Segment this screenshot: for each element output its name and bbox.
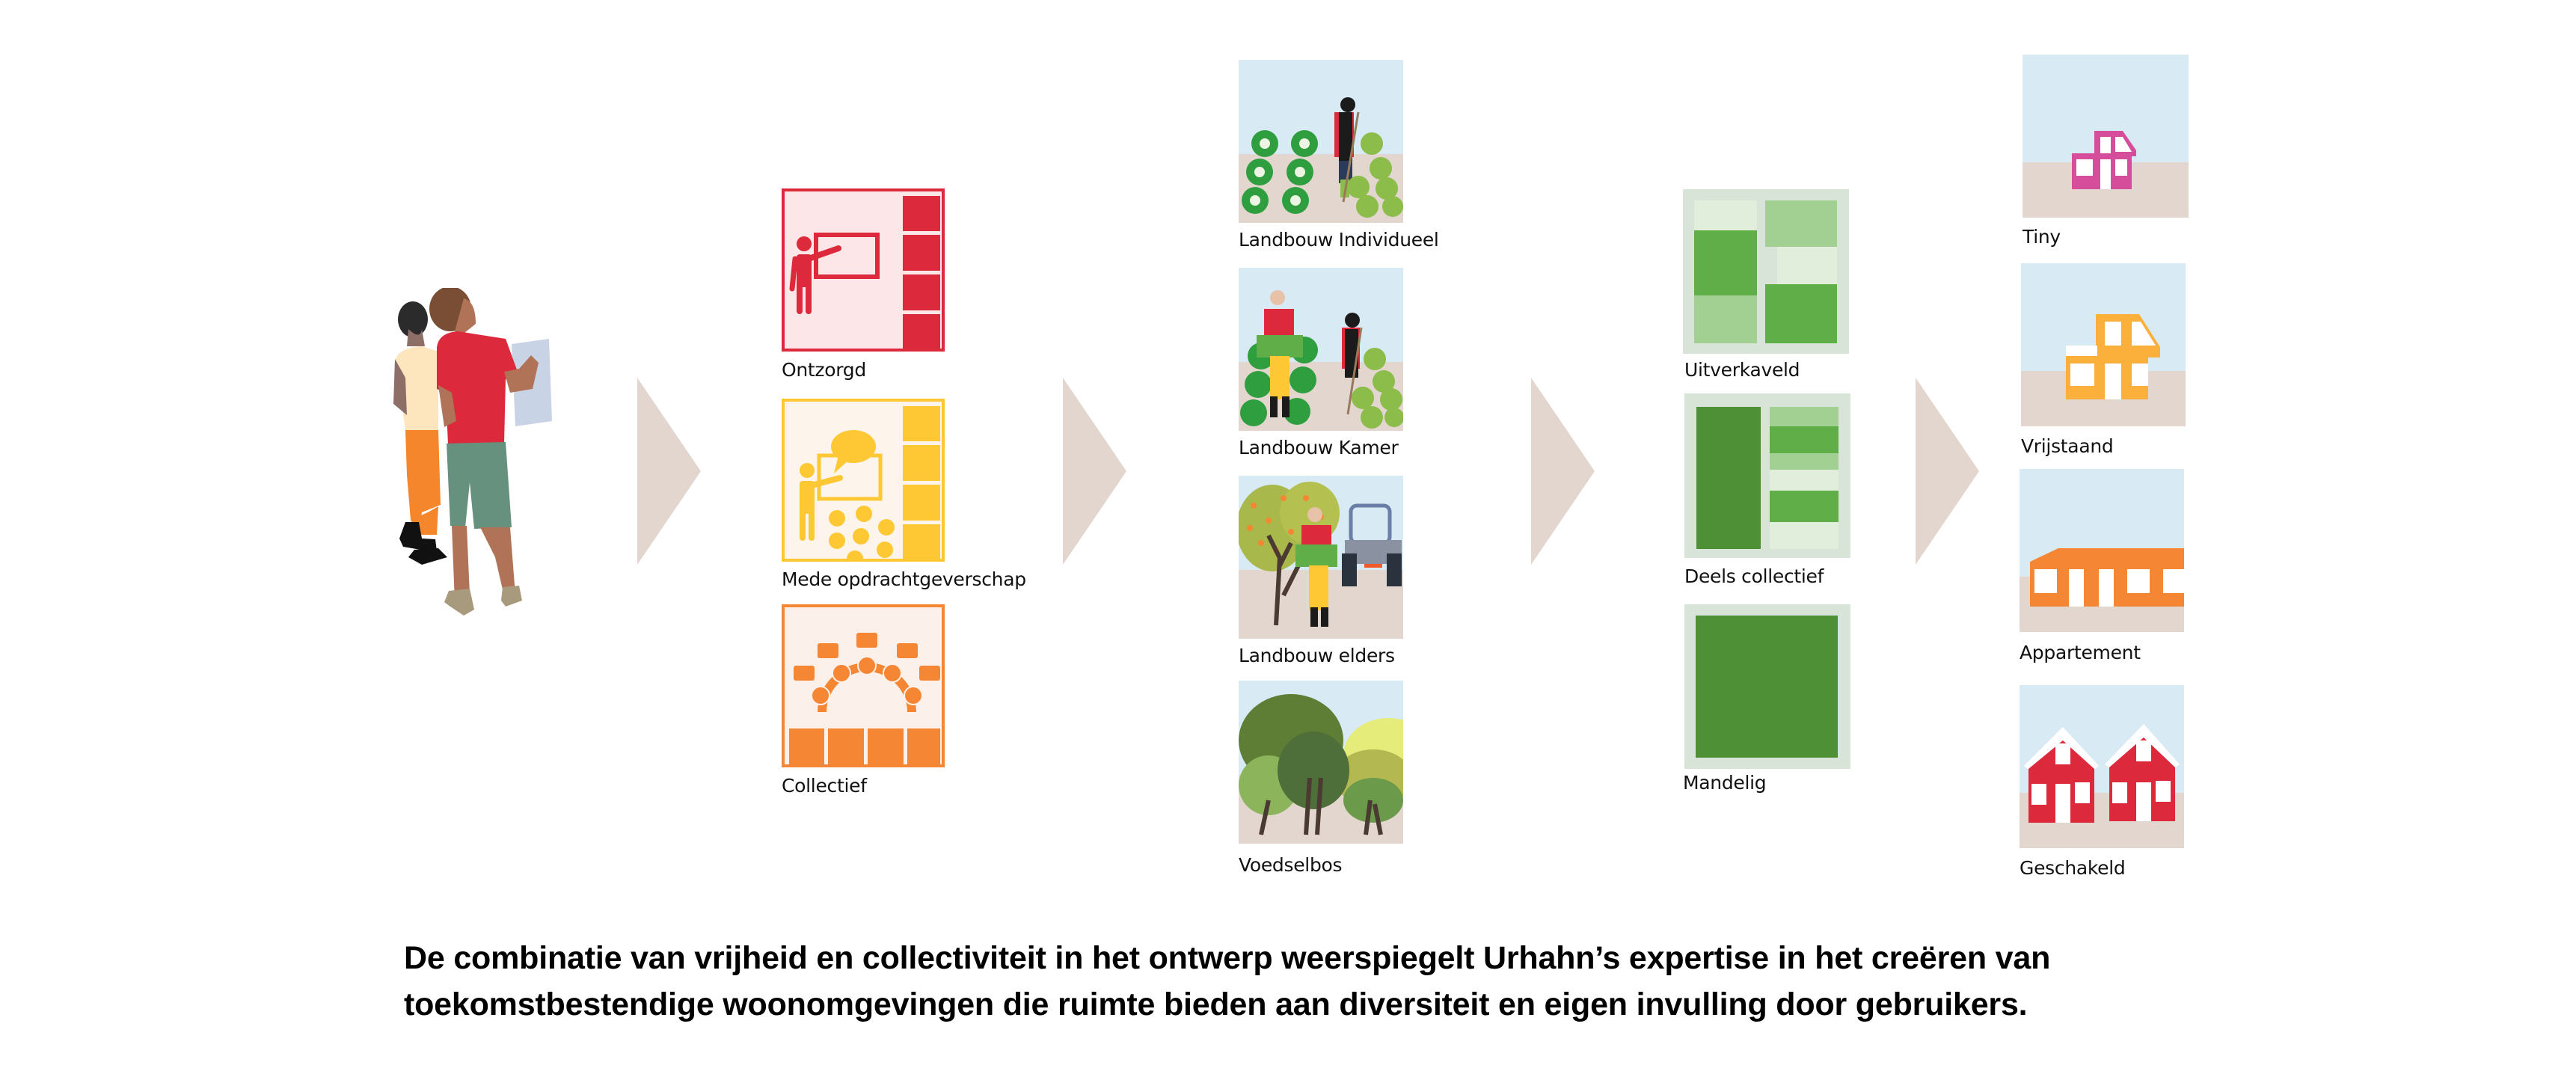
service-icons-column	[903, 196, 940, 350]
linked-houses-icon	[2024, 724, 2180, 823]
road-icon	[903, 406, 940, 441]
farming-card-kamer	[1239, 268, 1403, 431]
plot-card-deels-collectief	[1684, 393, 1850, 558]
two-farmers-with-crate-and-crops-icon	[1240, 290, 1403, 429]
plot-label: Mandelig	[1683, 772, 1767, 794]
water-basin-icon	[868, 728, 904, 764]
park-bench-tree-icon	[903, 314, 940, 350]
farming-label: Landbouw Individueel	[1239, 229, 1439, 251]
road-icon	[789, 728, 824, 764]
water-basin-icon	[903, 485, 940, 521]
detached-house-icon	[2066, 314, 2160, 399]
caption: De combinatie van vrijheid en collectivi…	[404, 935, 2050, 1028]
housing-card-tiny	[2023, 55, 2189, 218]
housing-label: Appartement	[2020, 642, 2141, 663]
park-bench-tree-icon	[907, 728, 940, 764]
water-basin-icon	[903, 274, 940, 310]
plot-card-uitverkaveld	[1683, 189, 1849, 354]
semicircle-of-people-with-speech-bubbles-icon	[794, 633, 940, 712]
farmer-with-hoe-and-crops-icon	[1242, 97, 1403, 218]
housing-card-appartement	[2020, 469, 2184, 632]
caption-line-2: toekomstbestendige woonomgevingen die ru…	[404, 987, 2028, 1022]
housing-label: Geschakeld	[2020, 857, 2126, 879]
governance-label: Ontzorgd	[782, 359, 866, 381]
farming-label: Landbouw Kamer	[1239, 437, 1399, 458]
two-people-looking-at-map-icon	[393, 288, 552, 616]
farming-card-elders	[1239, 476, 1403, 639]
pipe-water-icon	[828, 728, 864, 764]
plot-label: Deels collectief	[1684, 565, 1824, 587]
service-icons-row	[789, 728, 940, 764]
tiny-house-icon	[2072, 131, 2136, 189]
flow-arrow-1	[637, 378, 701, 565]
housing-label: Vrijstaand	[2021, 435, 2114, 457]
caption-line-1: De combinatie van vrijheid en collectivi…	[404, 940, 2051, 976]
farming-card-individueel	[1239, 60, 1403, 223]
housing-label: Tiny	[2023, 226, 2061, 248]
pipe-water-icon	[903, 235, 940, 271]
pipe-water-icon	[903, 445, 940, 481]
flow-arrow-3	[1531, 378, 1595, 565]
presenter-at-board-icon	[789, 233, 880, 314]
apartment-block-icon	[2030, 548, 2184, 607]
housing-card-geschakeld	[2020, 685, 2184, 848]
presenter-with-speech-bubble-and-group-icon	[800, 430, 895, 559]
governance-label: Collectief	[782, 775, 867, 797]
plot-label: Uitverkaveld	[1684, 359, 1800, 381]
governance-label: Mede opdrachtgeverschap	[782, 568, 1026, 590]
farming-label: Voedselbos	[1239, 854, 1343, 876]
plot-card-mandelig	[1684, 604, 1850, 769]
park-bench-tree-icon	[903, 524, 940, 560]
flow-arrow-4	[1916, 378, 1979, 565]
farming-card-voedselbos	[1239, 681, 1403, 844]
food-forest-trees-icon	[1239, 694, 1403, 835]
farmer-with-crate-orchard-tractor-icon	[1239, 482, 1402, 627]
road-icon	[903, 196, 940, 231]
flow-arrow-2	[1063, 378, 1126, 565]
housing-card-vrijstaand	[2021, 263, 2186, 426]
service-icons-column	[903, 406, 940, 560]
farming-label: Landbouw elders	[1239, 645, 1395, 666]
governance-card-ontzorgd	[782, 188, 945, 352]
governance-card-mede-opdrachtgeverschap	[782, 399, 945, 562]
people-illustration	[392, 288, 564, 684]
governance-card-collectief	[782, 604, 945, 767]
